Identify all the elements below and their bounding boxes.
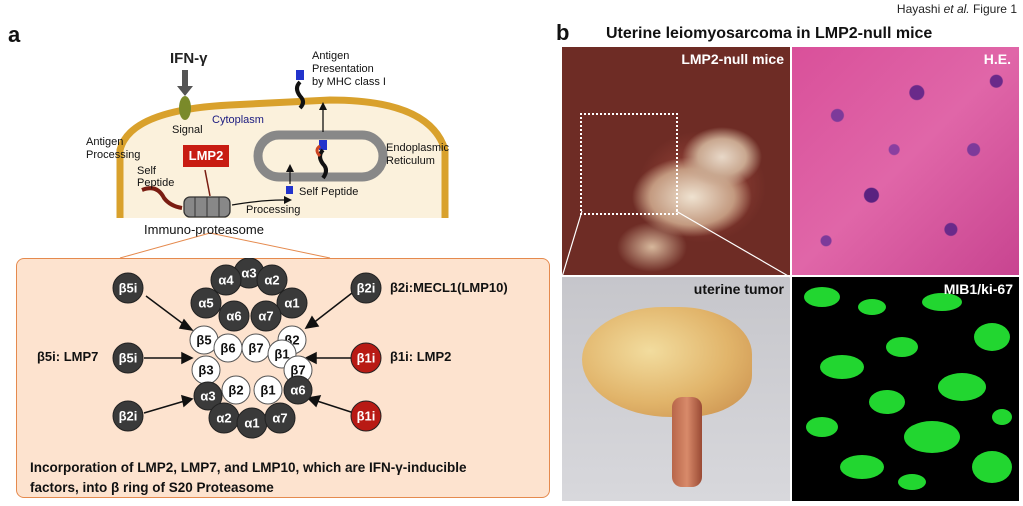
alpha-top-3-circle <box>190 287 222 319</box>
panel-a-letter: a <box>8 22 21 47</box>
alpha-bottom-1-label: α1 <box>244 416 259 431</box>
alpha-top-0-label: α3 <box>241 266 256 281</box>
figure-number: Figure 1 <box>972 2 1017 16</box>
beta-bottom-0-label: β2 <box>228 383 243 398</box>
lmp2-box-label: LMP2 <box>188 148 224 163</box>
signal-label: Signal <box>172 124 203 136</box>
photo-label-mib1: MIB1/ki-67 <box>943 281 1013 297</box>
beta-bottom-3-circle <box>193 381 223 411</box>
inset-caption: Incorporation of LMP2, LMP7, and LMP10, … <box>30 460 467 495</box>
et-al: et al. <box>943 2 970 16</box>
beta-bottom-1-label: β1 <box>260 383 275 398</box>
alpha-top-6-circle <box>250 300 282 332</box>
photo-he-stain: H.E. <box>792 47 1019 275</box>
alpha-bottom-2-circle <box>264 402 296 434</box>
beta1i-lmp2-label: β1i: LMP2 <box>390 349 452 364</box>
beta-bottom-2-circle <box>283 375 313 405</box>
self-peptide-left-label: Self Peptide <box>137 165 175 189</box>
left-0-label: β5i <box>119 281 138 296</box>
alpha-top-3-label: α5 <box>198 296 213 311</box>
photo-lmp2-null-mice: LMP2-null mice <box>562 47 790 275</box>
left-2-circle <box>112 400 144 432</box>
author-name: Hayashi <box>896 2 941 16</box>
processing-label: Processing <box>246 204 301 216</box>
tumor-shape <box>582 307 752 417</box>
immunoproteasome-label: Immuno-proteasome <box>144 222 264 237</box>
left-1-label: β5i <box>119 351 138 366</box>
er-label: Endoplasmic Reticulum <box>386 142 449 167</box>
beta-top-4-label: β1 <box>274 347 289 362</box>
alpha-top-6-label: α7 <box>258 309 273 324</box>
ki67-stain <box>804 287 1012 490</box>
endoplasmic-reticulum <box>253 130 388 182</box>
left-2-label: β2i <box>119 409 138 424</box>
left-0-circle <box>112 272 144 304</box>
alpha-top-2-label: α2 <box>264 273 279 288</box>
alpha-top-2-circle <box>256 264 288 296</box>
lmp2-box: LMP2 <box>183 145 229 167</box>
panel-b-letter: b <box>556 20 570 45</box>
alpha-top-1-label: α4 <box>218 273 234 288</box>
alpha-top-4-label: α1 <box>284 296 299 311</box>
beta-bottom-1-circle <box>253 375 283 405</box>
panel-b-title: Uterine leiomyosarcoma in LMP2-null mice <box>606 25 933 42</box>
beta-top-2-label: β6 <box>220 341 235 356</box>
beta-top-3-label: β7 <box>248 341 263 356</box>
receptor-icon <box>179 96 191 120</box>
beta-top-0-label: β5 <box>196 333 211 348</box>
right-1-circle <box>350 342 382 374</box>
cell-diagram <box>116 70 449 259</box>
beta-top-5-label: β3 <box>198 363 213 378</box>
figure-label: Hayashi et al. Figure 1 <box>897 2 1017 16</box>
antigen-presentation-label: Antigen Presentation by MHC class I <box>312 50 386 88</box>
alpha-top-1-circle <box>210 264 242 296</box>
beta-bottom-3-label: α3 <box>200 389 215 404</box>
photo-label-he: H.E. <box>983 51 1011 67</box>
cell-membrane <box>116 96 449 218</box>
beta-top-6-label: β7 <box>290 363 305 378</box>
alpha-bottom-2-label: α7 <box>272 411 287 426</box>
photo-mib1-ki67: MIB1/ki-67 <box>792 277 1019 501</box>
beta-bottom-0-circle <box>221 375 251 405</box>
right-0-circle <box>350 272 382 304</box>
photo-label-lmp2-null-mice: LMP2-null mice <box>681 51 784 67</box>
ifn-label: IFN-γ <box>170 50 208 67</box>
photo-uterine-tumor: uterine tumor <box>562 277 790 501</box>
beta5i-lmp7-label: β5i: LMP7 <box>37 349 99 364</box>
alpha-top-5-circle <box>218 300 250 332</box>
alpha-bottom-0-label: α2 <box>216 411 231 426</box>
beta2i-mecl1-label: β2i:MECL1(LMP10) <box>390 280 508 295</box>
alpha-top-4-circle <box>276 287 308 319</box>
zoom-box <box>580 113 678 215</box>
left-1-circle <box>112 342 144 374</box>
self-peptide-right-label: Self Peptide <box>299 186 359 198</box>
photo-label-uterine-tumor: uterine tumor <box>693 281 784 297</box>
right-2-label: β1i <box>357 409 376 424</box>
beta-bottom-2-label: α6 <box>290 383 305 398</box>
right-2-circle <box>350 400 382 432</box>
right-0-label: β2i <box>357 281 376 296</box>
cytoplasm-label: Cytoplasm <box>212 114 264 126</box>
right-1-label: β1i <box>357 351 376 366</box>
alpha-top-5-label: α6 <box>226 309 241 324</box>
antigen-processing-label: Antigen Processing <box>86 136 141 161</box>
